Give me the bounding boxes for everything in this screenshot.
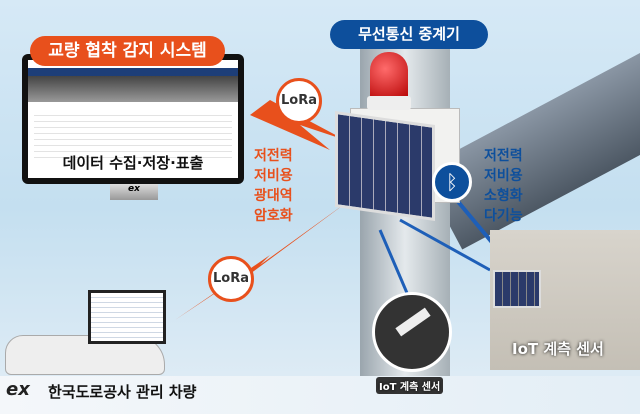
lora-badge-bottom: LoRa <box>208 256 254 302</box>
iot-sensor-closeup <box>372 292 452 372</box>
bt-line-3 <box>399 218 491 272</box>
sensor-solar-panel <box>493 270 541 308</box>
relay-title: 무선통신 중계기 <box>330 20 488 49</box>
lora-badge-top: LoRa <box>276 78 322 124</box>
feature: 다기능 <box>484 208 523 224</box>
feature: 저비용 <box>254 168 293 184</box>
feature: 저전력 <box>484 148 523 164</box>
dashboard-screen: 데이터 수집·저장·표출 <box>28 60 238 178</box>
vehicle-label: 한국도로공사 관리 차량 <box>48 383 197 401</box>
bottom-strip <box>0 376 640 414</box>
feature: 소형화 <box>484 188 523 204</box>
feature: 저비용 <box>484 168 523 184</box>
iot-sensor-label: IoT 계측 센서 <box>512 340 604 358</box>
lora-label: LoRa <box>213 271 249 286</box>
solar-panel <box>335 110 435 222</box>
system-title: 교량 협착 감지 시스템 <box>30 36 225 66</box>
lora-signal-top <box>250 100 345 150</box>
ex-logo: ex <box>6 379 30 400</box>
feature: 저전력 <box>254 148 293 164</box>
monitor: 데이터 수집·저장·표출 <box>22 54 244 184</box>
iot-sensor-small-label: IoT 계측 센서 <box>376 377 444 394</box>
laptop <box>88 290 166 344</box>
feature: 암호화 <box>254 208 293 224</box>
warning-beacon <box>370 52 408 100</box>
lora-label: LoRa <box>281 93 317 108</box>
beacon-base <box>367 96 411 110</box>
feature: 광대역 <box>254 188 293 204</box>
screen-caption: 데이터 수집·저장·표출 <box>62 154 204 172</box>
monitor-logo: ex <box>128 184 140 194</box>
monitor-stand: ex <box>110 184 158 200</box>
bluetooth-features: 저전력 저비용 소형화 다기능 <box>484 146 523 226</box>
bluetooth-icon: ᛒ <box>432 162 472 202</box>
lora-features: 저전력 저비용 광대역 암호화 <box>254 146 293 226</box>
bt-line-2 <box>378 229 412 301</box>
